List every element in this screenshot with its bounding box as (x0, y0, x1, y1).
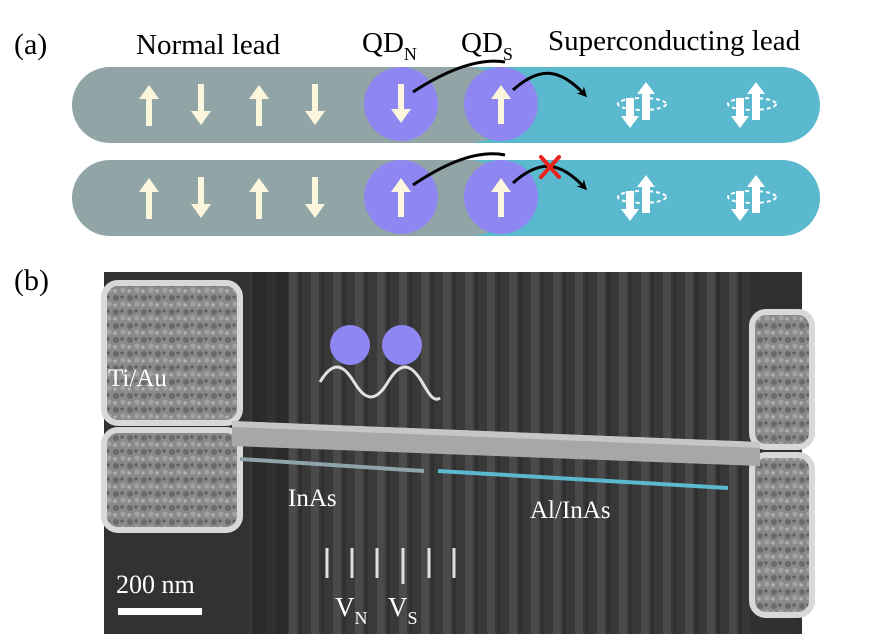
cooper-pair-icon (617, 175, 667, 221)
inas-segment-line (239, 457, 425, 473)
left-contact (101, 280, 243, 533)
blocked-cross-icon (539, 155, 561, 179)
spin-down-icon (191, 177, 211, 218)
spin-up-icon (491, 178, 511, 217)
normal-lead-label: Normal lead (136, 29, 281, 61)
transfer-arrow (412, 59, 506, 94)
qd-s-label: QDS (461, 27, 513, 64)
spin-down-icon (305, 177, 325, 218)
normal-lead-spins (139, 177, 325, 219)
panel-b-tag: (b) (14, 264, 49, 297)
al-inas-label: Al/InAs (530, 497, 611, 524)
scale-bar-label: 200 nm (116, 570, 195, 599)
panel-a-tag: (a) (14, 28, 47, 61)
right-contact (749, 309, 815, 618)
qd-n-label: QDN (362, 27, 417, 64)
sem-micrograph (101, 272, 815, 634)
transfer-arrow (412, 152, 506, 187)
al-inas-segment-line (437, 469, 729, 490)
spin-up-icon (139, 178, 159, 219)
cooper-pair-icon (727, 82, 777, 128)
inas-label: InAs (288, 485, 337, 512)
wavefunction-curve (318, 365, 441, 401)
gate-markers (325, 548, 456, 584)
row-blocked (72, 152, 820, 236)
ti-au-label: Ti/Au (108, 365, 167, 392)
cooper-pair-icon (617, 82, 667, 128)
scale-bar (118, 608, 202, 615)
spin-up-icon (491, 85, 511, 124)
transfer-arrow (512, 71, 588, 98)
spin-down-icon (391, 84, 411, 123)
row-allowed (72, 59, 820, 143)
spin-up-icon (249, 85, 269, 126)
normal-lead-spins (139, 84, 325, 126)
spin-up-icon (391, 178, 411, 217)
quantum-dot-n (330, 325, 370, 365)
cooper-pair-icon (727, 175, 777, 221)
spin-down-icon (305, 84, 325, 125)
spin-down-icon (191, 84, 211, 125)
superconducting-lead-label: Superconducting lead (548, 25, 801, 57)
gate-vs-label: VS (388, 592, 418, 628)
quantum-dot-s (382, 325, 422, 365)
spin-up-icon (249, 178, 269, 219)
gate-vn-label: VN (335, 592, 368, 628)
spin-up-icon (139, 85, 159, 126)
